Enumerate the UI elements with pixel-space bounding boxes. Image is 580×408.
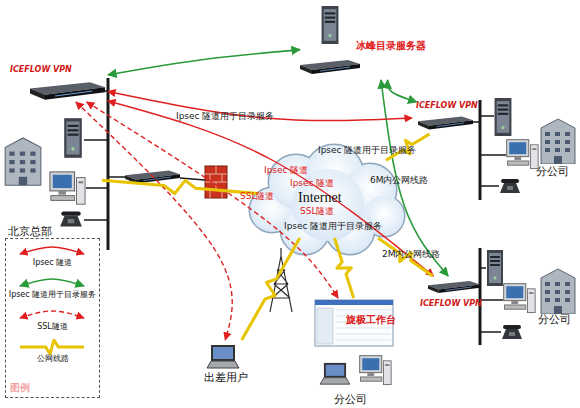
device-node: ICEFLOW VPN (8, 64, 108, 102)
node-label: 北京总部 (8, 226, 52, 238)
server-rack (300, 60, 360, 74)
node-label: 旋极工作台 (346, 314, 396, 325)
legend-label: 公网线路 (8, 355, 97, 364)
tunnel-connector (108, 50, 300, 75)
legend-line-sample (20, 311, 84, 318)
hq-lan (84, 78, 205, 250)
device-node: 旋极工作台 (312, 298, 412, 350)
branch-lan (480, 248, 503, 345)
device-node: ICEFLOW VPN (412, 102, 500, 134)
legend-sample (8, 243, 97, 259)
pc-icon (507, 140, 538, 169)
directory-server-icon (300, 6, 360, 74)
lan-bus (479, 100, 482, 200)
lan-wire (108, 176, 126, 178)
laptop-icon (320, 363, 350, 384)
node-label: ICEFLOW VPN (416, 102, 478, 111)
vpn-device (418, 117, 473, 130)
branch-devices (428, 250, 575, 339)
building-icon (541, 269, 575, 314)
node-label: ICEFLOW VPN (10, 66, 72, 75)
node-label: 分公司 (538, 314, 571, 326)
edge-label: SSL隧道 (300, 207, 334, 217)
device-node: 冰峰目录服务器 (300, 4, 448, 80)
legend-entry: 公网线路 (8, 339, 97, 371)
tunnel-connector (334, 238, 353, 298)
edge-label: Ipsec 隧道用于目录服务 (318, 146, 416, 156)
device-node: ICEFLOW VPN (418, 276, 502, 314)
phone-icon (500, 179, 520, 193)
lan-wire (180, 178, 205, 180)
edge-label: 6M内公网线路 (370, 176, 429, 186)
edge-label: Ipsec 隧道 (264, 166, 308, 176)
lan-wire (480, 115, 494, 117)
lan-wire (472, 121, 480, 123)
tunnel-connector (242, 238, 300, 340)
lan-wire (84, 139, 108, 141)
legend-line-sample (20, 340, 84, 354)
vpn-device (30, 82, 105, 100)
antenna-tower (270, 248, 292, 312)
pc-icon (50, 172, 85, 204)
pc-icon (504, 284, 535, 313)
lan-wire (480, 267, 486, 269)
legend-line-sample (20, 247, 84, 254)
building-icon (541, 119, 575, 164)
tunnel-connector (102, 180, 258, 193)
legend-sample (8, 275, 97, 291)
lan-wire (480, 299, 503, 301)
legend-entry: Ipsec 隧道 (8, 243, 97, 275)
server-tower (487, 250, 503, 286)
device-node: 出差用户 (196, 340, 260, 388)
lan-wire (86, 187, 108, 189)
legend-box: Ipsec 隧道 Ipsec 隧道用于目录服务 SSL隧道公网线路 (5, 238, 100, 398)
vpn-device (428, 281, 480, 293)
branch-devices (418, 98, 575, 193)
device-node: 分公司 (482, 246, 578, 344)
legend-label: SSL隧道 (8, 323, 97, 332)
lan-wire (480, 185, 499, 187)
lan-bus (107, 78, 110, 250)
building-icon (5, 138, 41, 185)
lan-wire (480, 331, 501, 333)
hq-devices (5, 82, 227, 226)
node-label: ICEFLOW VPN (420, 300, 482, 309)
lan-wire (480, 154, 506, 156)
device-node: 分公司 (486, 96, 578, 200)
phone-icon (502, 325, 522, 339)
laptop-icon (207, 345, 239, 368)
edge-label: Ipsec 隧道用于目录服务 (284, 222, 382, 232)
phone-icon (60, 211, 82, 226)
node-label: 冰峰目录服务器 (356, 40, 426, 51)
router-device (125, 171, 180, 184)
lan-wire (84, 219, 108, 221)
legend-entry: Ipsec 隧道用于目录服务 (8, 275, 97, 307)
device-node: 分公司 (312, 356, 398, 406)
server-tower (64, 118, 82, 158)
edge-label: Ipsec 隧道用于目录服务 (176, 112, 274, 122)
legend-label: Ipsec 隧道用于目录服务 (8, 291, 97, 300)
branch-devices (320, 356, 391, 385)
edge-label: Ipsec 隧道 (290, 179, 334, 189)
node-label: 分公司 (536, 166, 569, 178)
server-tower (322, 6, 339, 44)
node-label: 出差用户 (204, 372, 248, 384)
legend-sample (8, 339, 97, 355)
node-label: 分公司 (334, 394, 367, 406)
tunnel-connector (388, 80, 417, 102)
edge-label: 2M内公网线路 (382, 250, 441, 260)
node-label: Internet (298, 190, 342, 205)
server-tower (495, 98, 512, 136)
pc-icon (360, 356, 391, 385)
lan-bus (479, 248, 482, 345)
legend-sample (8, 307, 97, 323)
edge-label: SSL隧道 (240, 192, 274, 202)
legend-line-sample (20, 279, 84, 286)
legend-label: Ipsec 隧道 (8, 259, 97, 268)
legend-entry: SSL隧道 (8, 307, 97, 339)
firewall-icon (205, 166, 227, 198)
device-node: 北京总部 (2, 112, 102, 240)
